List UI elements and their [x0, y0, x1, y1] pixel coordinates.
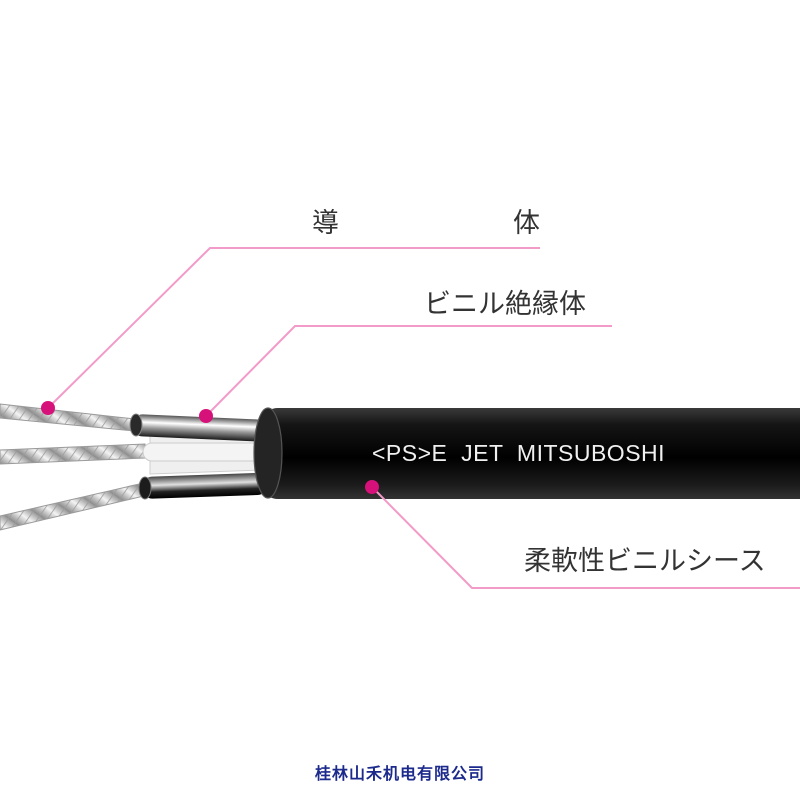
label-conductor: 導 体 — [312, 210, 540, 237]
core-end-bottom — [138, 476, 152, 500]
marker-dot-sheath — [365, 480, 379, 494]
marker-dot-insulation — [199, 409, 213, 423]
core-end-top — [129, 413, 143, 437]
insulated-core-middle — [142, 442, 264, 462]
label-vinyl-insulation: ビニル絶縁体 — [424, 289, 586, 320]
bare-wire-top — [0, 403, 136, 432]
insulated-core-bottom — [142, 472, 268, 499]
label-flexible-vinyl-sheath: 柔軟性ビニルシース — [524, 546, 766, 577]
cable-print-text: <PS>E JET MITSUBOSHI — [372, 440, 666, 466]
bare-wire-bottom — [0, 481, 149, 531]
leader-line-insulation — [205, 325, 612, 417]
leader-line-sheath — [371, 486, 800, 589]
leader-line-conductor — [47, 247, 540, 409]
bare-wire-middle — [0, 443, 146, 465]
outer-sheath — [256, 408, 800, 499]
label-conductor-char-1: 導 — [312, 208, 339, 239]
label-conductor-char-2: 体 — [513, 208, 540, 239]
leader-lines — [47, 247, 800, 589]
insulated-core-top — [132, 414, 268, 442]
insulated-cores — [129, 413, 268, 500]
bare-conductor-wires — [0, 403, 149, 531]
marker-dot-conductor — [41, 401, 55, 415]
company-footer: 桂林山禾机电有限公司 — [314, 764, 485, 783]
marker-dots — [41, 401, 379, 494]
sheath-end-face — [253, 407, 283, 499]
